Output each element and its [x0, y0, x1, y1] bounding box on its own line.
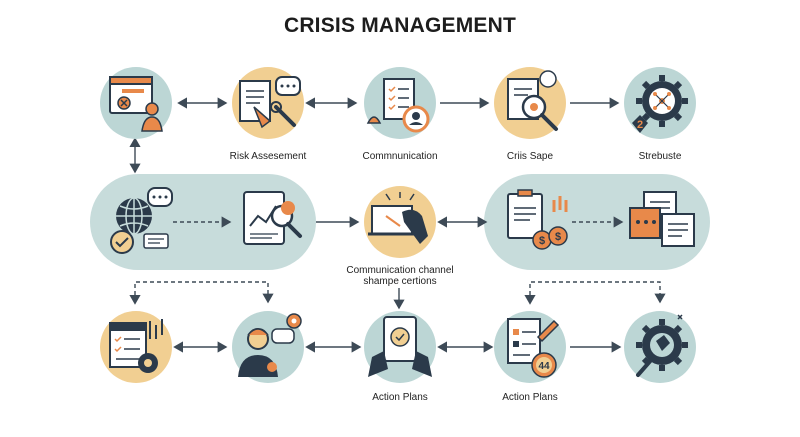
label-comm-channel-line1: Communication channel	[346, 265, 454, 276]
label-action-plans-2: Action Plans	[502, 392, 558, 403]
gear-pencil-icon	[624, 311, 696, 383]
monitor-alert-person-icon	[100, 67, 172, 139]
calendar-gear-icon	[100, 311, 172, 383]
label-comm-channel-line2: shampe certions	[363, 276, 437, 287]
label-communication: Commnunication	[362, 151, 438, 162]
dashed-bracket-right	[524, 281, 666, 305]
dashed-bracket-left	[129, 281, 274, 305]
clipboard-coins-icon: $ $	[500, 186, 576, 258]
laptop-hand-icon	[364, 186, 436, 258]
person-chat-gear-icon	[232, 311, 304, 383]
checklist-pencil-badge-icon: 44	[494, 311, 566, 383]
gear-network-icon: 2	[624, 67, 696, 139]
label-risk-assessment: Risk Assesement	[229, 151, 307, 162]
checklist-search-person-icon	[364, 67, 436, 139]
clipboard-chat-wrench-icon	[232, 67, 304, 139]
diagram-title: CRISIS MANAGEMENT	[283, 14, 517, 37]
tablet-chart-magnifier-icon	[238, 186, 310, 258]
badge-number: 44	[538, 361, 550, 372]
documents-stack-icon	[624, 186, 700, 258]
svg-text:$: $	[539, 235, 545, 247]
label-strebuste: Strebuste	[638, 151, 682, 162]
tag-number: 2	[637, 119, 643, 131]
label-action-plans-1: Action Plans	[372, 392, 428, 403]
svg-text:$: $	[555, 231, 561, 243]
label-crisis-scope: Criis Sape	[506, 151, 554, 162]
tablet-hands-icon	[364, 311, 436, 383]
globe-chat-shield-icon	[104, 186, 178, 258]
document-magnifier-icon	[494, 67, 566, 139]
